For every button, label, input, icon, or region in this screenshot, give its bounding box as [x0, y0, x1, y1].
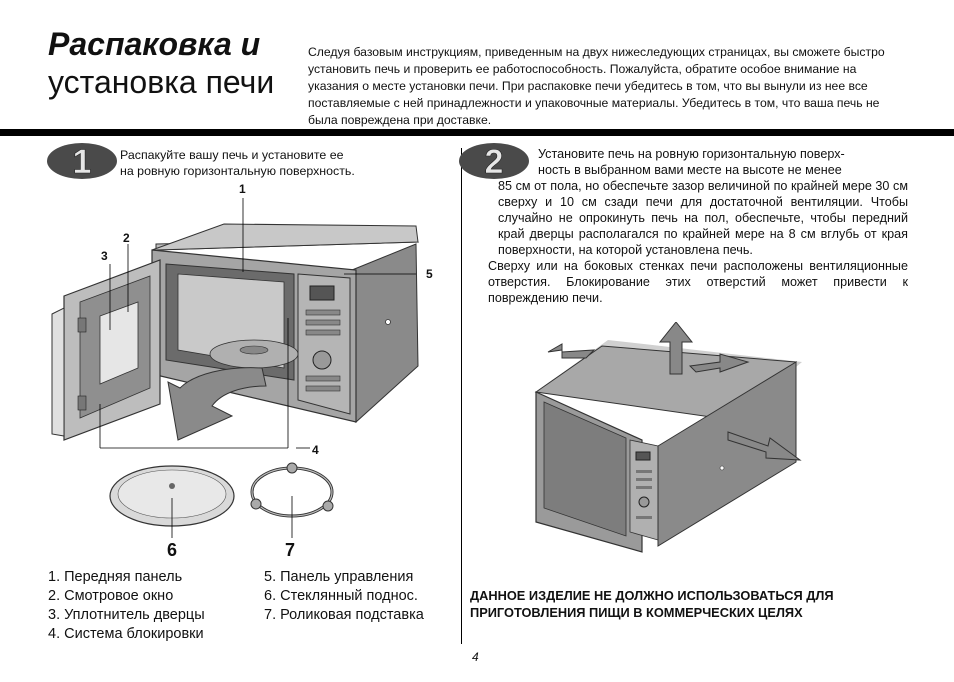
step-2-paragraph-2: Сверху или на боковых стенках печи распо… [488, 259, 908, 305]
step-1-number: 1 [73, 143, 92, 180]
intro-paragraph: Следуя базовым инструкциям, приведенным … [308, 45, 885, 127]
callout-5: 5 [426, 267, 433, 281]
step-1-line-2: на ровную горизонтальную поверхность. [120, 164, 355, 178]
step-2-instructions: Установите печь на ровную горизонтальную… [488, 146, 908, 306]
step-2-number: 2 [485, 143, 504, 180]
list-item: 2. Смотровое окно [48, 588, 174, 604]
list-item: 1. Передняя панель [48, 569, 183, 585]
parts-list-left: 1. Передняя панель 2. Смотровое окно 3. … [48, 568, 205, 644]
step-2-line-1: Установите печь на ровную горизонтальную… [538, 147, 845, 161]
callout-4: 4 [312, 443, 319, 457]
step-1-line-1: Распакуйте вашу печь и установите ее [120, 148, 344, 162]
callout-6: 6 [167, 540, 178, 560]
step-2-badge-icon: 2 [459, 143, 529, 180]
callout-7: 7 [285, 540, 296, 560]
list-item: 3. Уплотнитель дверцы [48, 607, 205, 623]
list-item: 4. Система блокировки [48, 626, 204, 642]
callout-1: 1 [239, 182, 246, 196]
list-item: 5. Панель управления [264, 569, 414, 585]
page-title-regular: установка печи [48, 64, 275, 100]
page-title-bold: Распаковка и [48, 26, 261, 62]
step-2-line-2: ность в выбранном вами месте на высоте н… [538, 163, 842, 177]
page-number: 4 [472, 650, 479, 664]
list-item: 6. Стеклянный поднос. [264, 588, 418, 604]
parts-list-right: 5. Панель управления 6. Стеклянный подно… [264, 568, 424, 625]
step-1-instructions: Распакуйте вашу печь и установите ее на … [120, 147, 450, 179]
header-rule [0, 129, 954, 136]
list-item: 7. Роликовая подставка [264, 607, 424, 623]
callout-3: 3 [101, 249, 108, 263]
column-divider [461, 148, 462, 644]
open-oven-illustration [51, 198, 420, 538]
step-2-line-3: 85 см от пола, но обеспечьте зазор велич… [498, 179, 908, 257]
step-1-badge-icon: 1 [47, 143, 117, 180]
commercial-use-warning: ДАННОЕ ИЗДЕЛИЕ НЕ ДОЛЖНО ИСПОЛЬЗОВАТЬСЯ … [470, 588, 834, 620]
installed-oven-illustration [534, 322, 802, 553]
callout-2: 2 [123, 231, 130, 245]
